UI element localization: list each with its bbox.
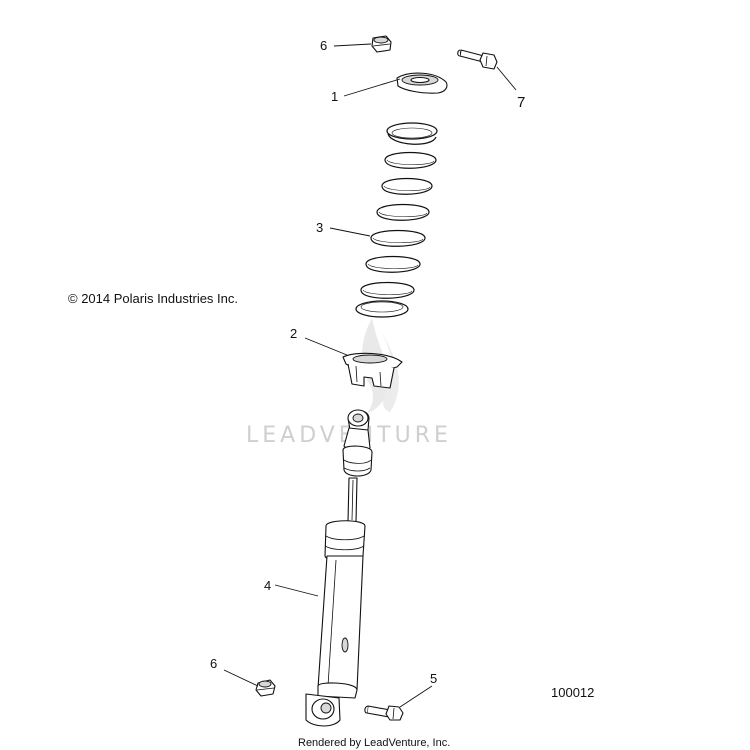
footer-text: Rendered by LeadVenture, Inc. (298, 737, 450, 749)
part-6-top-nut[interactable] (371, 35, 392, 53)
leader-6-bottom (223, 669, 259, 687)
copyright-text: © 2014 Polaris Industries Inc. (68, 291, 238, 306)
callout-1[interactable]: 1 (331, 89, 338, 104)
part-5-bolt[interactable] (364, 705, 404, 721)
part-1-upper-retainer[interactable] (396, 72, 448, 94)
leader-1 (343, 78, 401, 97)
leader-3 (329, 227, 371, 237)
leader-5 (399, 685, 433, 708)
part-4-shock-absorber[interactable] (305, 409, 373, 727)
callout-6-bottom[interactable]: 6 (210, 656, 217, 671)
part-3-coil-spring[interactable] (355, 122, 438, 318)
leader-7 (496, 66, 517, 91)
callout-7[interactable]: 7 (517, 94, 525, 111)
part-7-bolt[interactable] (457, 49, 498, 70)
callout-3[interactable]: 3 (316, 220, 323, 235)
part-6-bottom-nut[interactable] (255, 679, 276, 697)
callout-5[interactable]: 5 (430, 671, 437, 686)
leader-2 (304, 337, 348, 356)
part-2-lower-retainer[interactable] (342, 352, 403, 389)
leader-6-top (333, 43, 372, 47)
callout-4[interactable]: 4 (264, 578, 271, 593)
leader-4 (274, 584, 319, 597)
diagram-id: 100012 (551, 685, 594, 700)
callout-2[interactable]: 2 (290, 326, 297, 341)
callout-6-top[interactable]: 6 (320, 38, 327, 53)
